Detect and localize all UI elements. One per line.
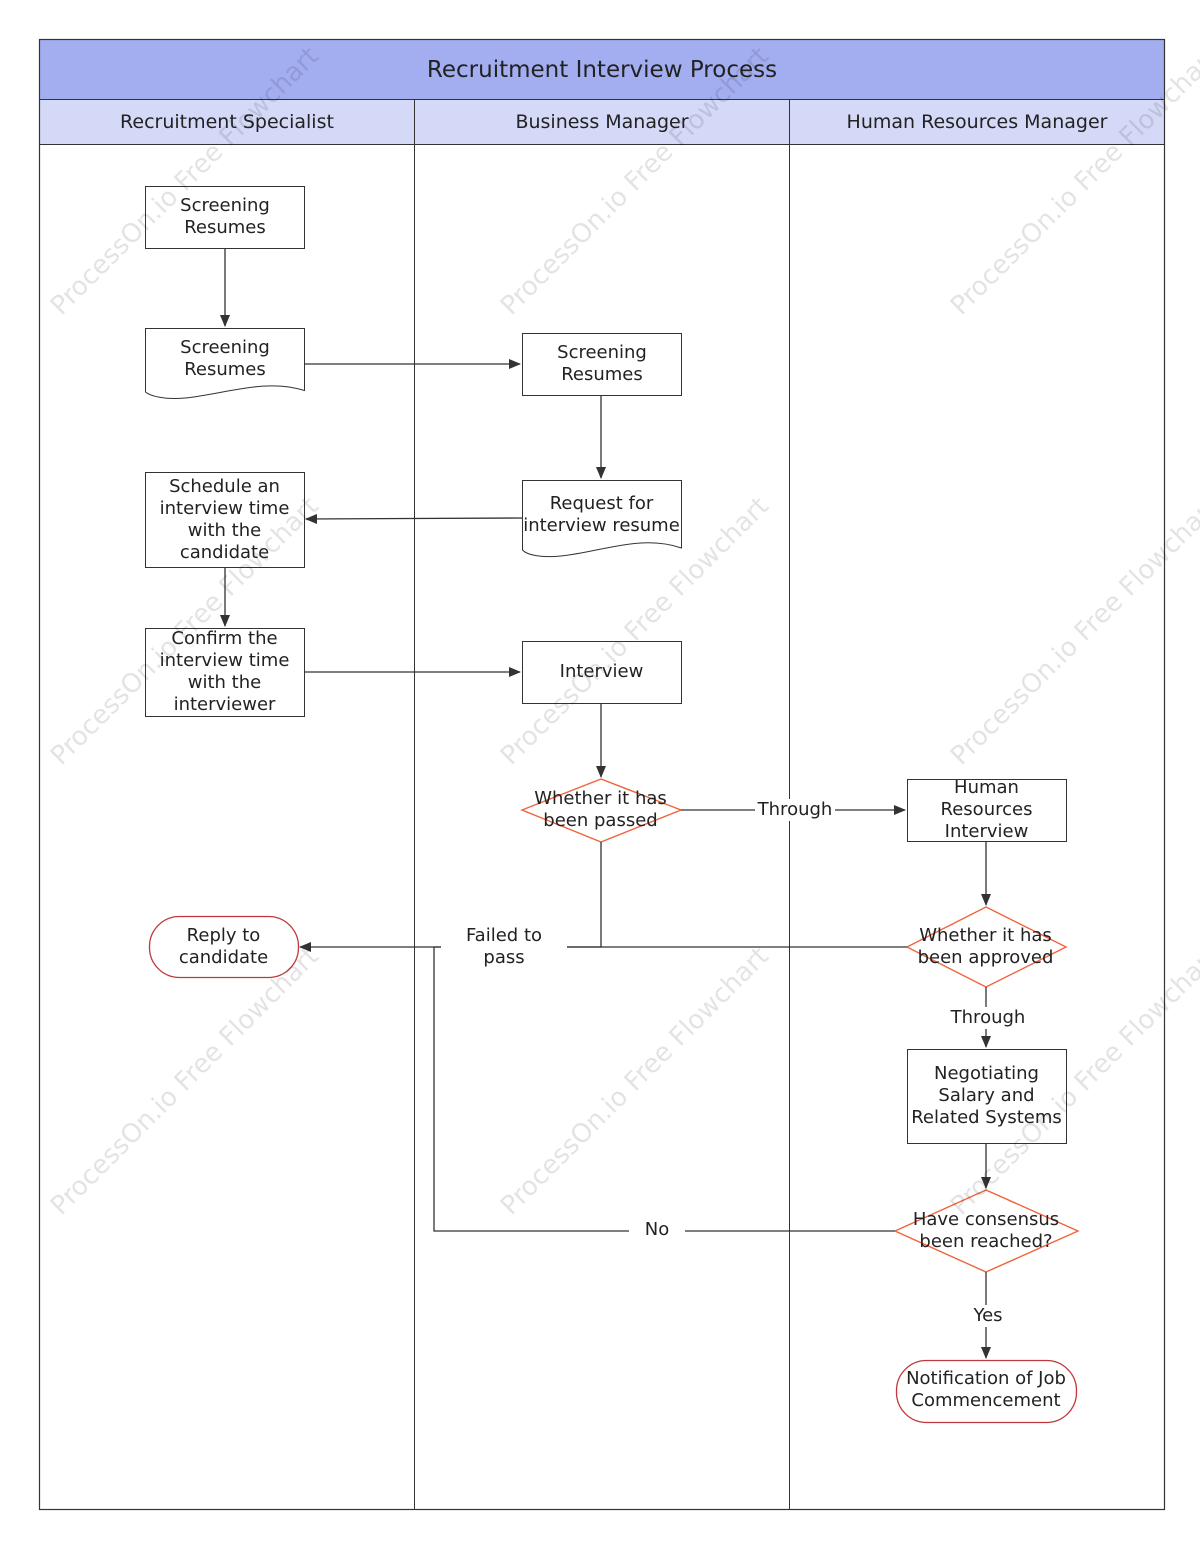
lane-header-recruitment-specialist: Recruitment Specialist <box>120 111 334 133</box>
node-hr-interview-shape <box>907 779 1067 842</box>
node-negotiating: Negotiating Salary and Related Systems <box>911 1063 1062 1128</box>
node-passed-decision: Whether it has been passed <box>534 788 667 831</box>
lane-header-hr-manager: Human Resources Manager <box>846 111 1108 133</box>
node-consensus-decision: Have consensus been reached? <box>912 1209 1060 1252</box>
lane-header-bar <box>39 99 1165 145</box>
edge-label-through-2: Through <box>946 1007 1030 1029</box>
node-confirm-interview: Confirm the interview time with the inte… <box>159 628 290 715</box>
edge-request-to-schedule <box>305 513 523 524</box>
node-screening-resumes-bm: Screening Resumes <box>557 342 647 385</box>
node-confirm-interview-shape <box>145 628 305 717</box>
lane-header-business-manager: Business Manager <box>515 111 689 133</box>
edge-label-failed: Failed to pass <box>441 925 567 968</box>
edge-label-yes: Yes <box>966 1305 1010 1327</box>
node-screening-resumes-doc: Screening Resumes <box>180 337 270 380</box>
node-screening-resumes-bm-shape <box>522 333 682 396</box>
node-notification: Notification of Job Commencement <box>906 1368 1066 1411</box>
node-notification-shape <box>895 1359 1078 1424</box>
edge-consensus-no <box>433 947 895 1232</box>
edge-label-through-1: Through <box>755 799 835 821</box>
node-screening-resumes-doc-shape <box>145 328 305 399</box>
node-reply-candidate-shape <box>148 915 300 979</box>
node-reply-candidate: Reply to candidate <box>178 924 269 968</box>
node-hr-interview: Human Resources Interview <box>940 777 1033 842</box>
node-interview-shape <box>522 641 682 704</box>
node-schedule-interview: Schedule an interview time with the cand… <box>159 475 290 563</box>
node-negotiating-shape <box>907 1049 1067 1144</box>
node-schedule-interview-shape <box>145 472 305 568</box>
edge-label-no: No <box>629 1219 685 1241</box>
node-request-resume-shape <box>522 480 682 558</box>
diagram-title: Recruitment Interview Process <box>426 56 778 83</box>
node-interview: Interview <box>559 661 644 682</box>
node-screening-resumes-1-shape <box>145 186 305 249</box>
title-bar <box>39 39 1165 100</box>
node-screening-resumes-1: Screening Resumes <box>180 195 270 238</box>
node-request-resume: Request for interview resume <box>523 493 680 536</box>
pool-frame <box>38 38 1166 1511</box>
node-approved-decision: Whether it has been approved <box>917 925 1054 968</box>
